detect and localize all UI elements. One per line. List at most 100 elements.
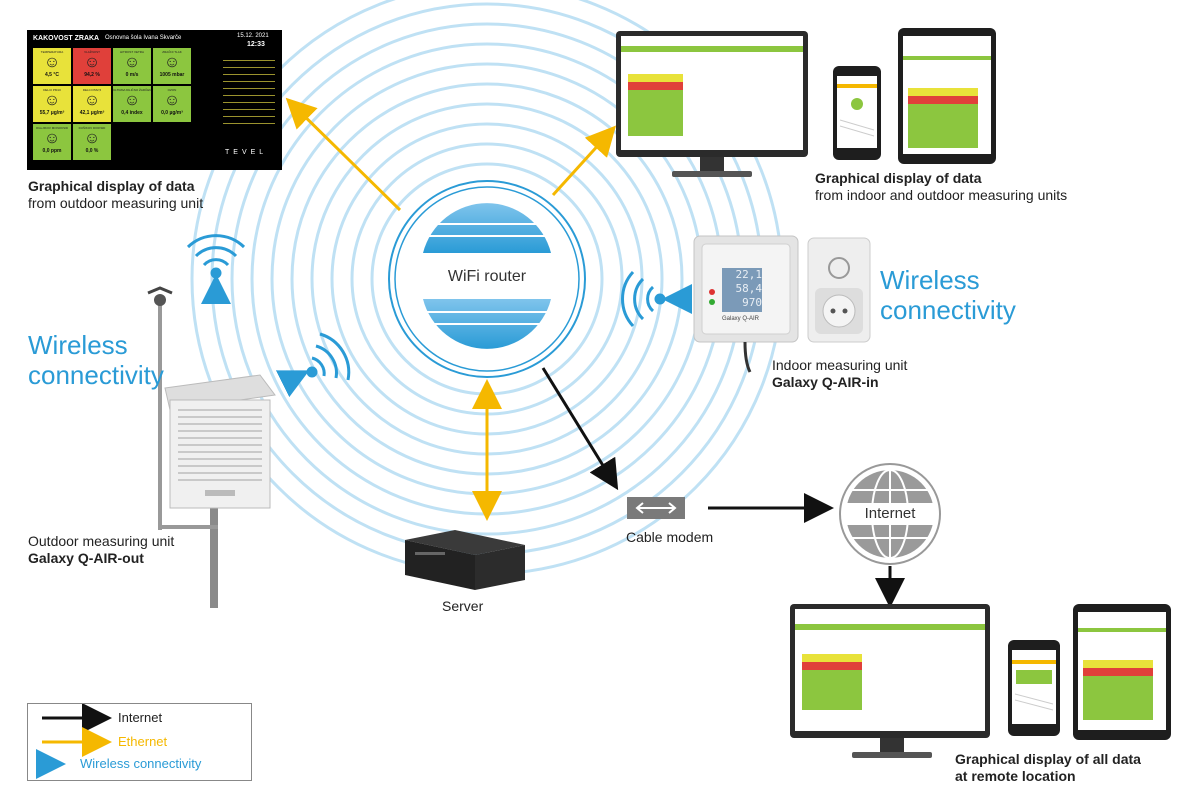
smiley-face-icon: ☺ [163,92,181,109]
display-tile: DUŠIKOV DIOKSID☺0,0 % [73,124,111,160]
tile-label: DUŠIKOV DIOKSID [78,126,106,130]
legend: Internet Ethernet Wireless connectivity [27,703,252,781]
tile-value: 0,0 µg/m³ [161,110,183,116]
tile-value: 0 m/s [125,72,139,78]
tile-label: TEMPERATURA [40,50,64,54]
outdoor-display-caption: Graphical display of data from outdoor m… [28,178,203,212]
remote-phone-image [1008,640,1060,736]
indoor-display-caption: Graphical display of data from indoor an… [815,170,1067,204]
tile-value: 42,1 µg/m³ [79,110,105,116]
tile-label: OGLJIKOV MONOKSID [35,126,69,130]
cable-modem-icon [627,497,685,519]
outdoor-unit-name: Outdoor measuring unit [28,533,175,549]
outdoor-unit-caption: Outdoor measuring unit Galaxy Q-AIR-out [28,533,174,567]
display-tile: VLAŽNOST☺94,2 % [73,48,111,84]
indoor-unit-caption: Indoor measuring unit Galaxy Q-AIR-in [772,357,907,391]
tile-label: ULTRAVIJOLIČNO ŽARČENJE [113,88,151,92]
legend-internet-label: Internet [118,710,163,725]
display-header-date: 15.12. 2021 [237,33,269,39]
cable-modem-label: Cable modem [626,529,714,545]
display-tile: HITROST VETRA☺0 m/s [113,48,151,84]
outdoor-measuring-unit-image [147,286,276,608]
remote-monitor-image [790,604,990,758]
display-header-location: Osnovna šola Ivana Skvarče [105,35,182,41]
outdoor-unit-model: Galaxy Q-AIR-out [28,550,144,566]
legend-ethernet-label: Ethernet [118,734,168,749]
display-tile: DELCI PM2,5☺42,1 µg/m³ [73,86,111,122]
display-tile: ZRAČNI TLAK☺1005 mbar [153,48,191,84]
indoor-display-subtitle: from indoor and outdoor measuring units [815,187,1068,203]
wifi-router-icon [388,180,586,378]
smiley-face-icon: ☺ [163,54,181,71]
display-tile: TEMPERATURA☺4,5 °C [33,48,71,84]
display-sidebar-list [223,56,275,126]
tile-label: OZON [167,88,177,92]
internet-arrow-router-modem [541,367,619,491]
remote-display-title: Graphical display of all data [955,751,1141,767]
wireless-right-line-2: connectivity [880,295,1016,325]
indoor-monitor-image [616,31,808,177]
remote-display-subtitle: at remote location [955,768,1076,784]
display-tile: OGLJIKOV MONOKSID☺0,0 ppm [33,124,71,160]
tile-label: DELCI PM2,5 [82,88,102,92]
indoor-tablet-image [898,28,996,164]
wireless-arrow-outdoor-unit [275,370,310,398]
outdoor-data-display: KAKOVOST ZRAKA Osnovna šola Ivana Skvarč… [27,30,282,170]
wireless-label-right: Wireless connectivity [880,265,1016,325]
internet-globe-icon [839,463,941,565]
tile-label: ZRAČNI TLAK [162,50,182,54]
display-header-time: 12:33 [247,41,265,48]
server-image [405,530,525,590]
display-tile: ULTRAVIJOLIČNO ŽARČENJE☺0,4 index [113,86,151,122]
wifi-router-label: WiFi router [447,268,527,285]
wireless-right-line-1: Wireless [880,265,980,295]
wireless-symbol-indoor-unit [621,270,666,328]
wireless-symbol-outdoor-unit [306,332,351,381]
tile-value: 0,0 ppm [42,148,62,154]
smiley-face-icon: ☺ [43,54,61,71]
internet-label: Internet [864,505,916,522]
tile-value: 0,4 index [121,110,143,116]
tile-value: 1005 mbar [159,72,185,78]
tile-label: HITROST VETRA [120,50,144,54]
tile-value: 0,0 % [85,148,99,154]
smiley-face-icon: ☺ [43,92,61,109]
tile-value: 4,5 °C [45,72,59,78]
display-brand: TEVEL [225,149,268,156]
indoor-value-1: 22,1 [735,268,763,281]
smiley-face-icon: ☺ [123,92,141,109]
indoor-display-title: Graphical display of data [815,170,982,186]
indoor-unit-screen: 22,1 58,4 970 [722,268,763,312]
tile-value: 94,2 % [84,72,100,78]
wireless-label-left: Wireless connectivity [28,330,164,390]
display-tile: OZON☺0,0 µg/m³ [153,86,191,122]
ethernet-arrow-indoor-display [551,125,617,197]
smiley-face-icon: ☺ [83,54,101,71]
indoor-unit-name: Indoor measuring unit [772,357,908,373]
server-label: Server [442,598,484,614]
tile-label: VLAŽNOST [84,50,100,54]
indoor-phone-image [833,66,881,160]
remote-tablet-image [1073,604,1171,740]
indoor-unit-brand: Galaxy Q-AIR [722,316,760,322]
remote-display-caption: Graphical display of all data at remote … [955,751,1141,785]
smiley-face-icon: ☺ [123,54,141,71]
indoor-value-2: 58,4 [735,282,763,295]
smiley-face-icon: ☺ [83,130,101,147]
smiley-face-icon: ☺ [83,92,101,109]
wireless-left-line-1: Wireless [28,330,128,360]
display-header-title: KAKOVOST ZRAKA [33,35,100,42]
wireless-left-line-2: connectivity [28,360,164,390]
indoor-unit-model: Galaxy Q-AIR-in [772,374,879,390]
legend-wireless-label: Wireless connectivity [80,756,202,771]
tile-label: DELCI PM10 [43,88,61,92]
legend-arrows [36,704,112,779]
ethernet-arrow-outdoor-display [285,97,402,212]
indoor-measuring-unit-image [693,235,871,373]
display-tile: DELCI PM10☺55,7 µg/m³ [33,86,71,122]
outdoor-display-subtitle: from outdoor measuring unit [28,195,204,211]
tile-value: 55,7 µg/m³ [39,110,65,116]
outdoor-display-title: Graphical display of data [28,178,195,194]
indoor-value-3: 970 [742,296,762,309]
